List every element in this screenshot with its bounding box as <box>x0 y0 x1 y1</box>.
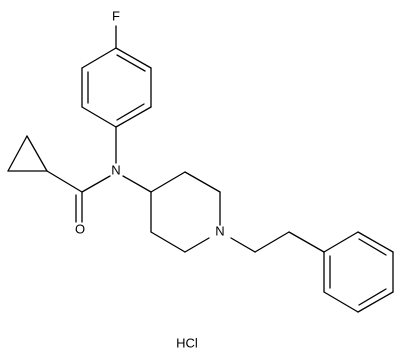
ring-bond <box>357 291 394 313</box>
ring-double-bond <box>358 288 387 306</box>
fluorine-label: F <box>112 8 120 23</box>
bond-n-piperidine <box>122 175 152 193</box>
ring-bond <box>7 135 28 172</box>
fluorophenyl-ring <box>81 47 152 128</box>
ring-bond <box>323 231 359 253</box>
ring-bond <box>150 231 186 253</box>
carbonyl-oxygen-label: O <box>75 221 85 236</box>
salt-label: HCl <box>176 335 198 350</box>
bond-carbonyl-cyclopropyl <box>46 170 83 193</box>
bond-ethyl <box>254 231 290 253</box>
piperidine-nitrogen-label: N <box>215 223 224 238</box>
phenyl-ring <box>323 231 394 313</box>
ring-bond <box>115 47 152 69</box>
ring-bond <box>115 106 152 128</box>
ring-bond <box>26 135 48 172</box>
bond-n-carbonyl <box>81 175 111 193</box>
ring-bond <box>184 171 221 193</box>
ring-bond <box>81 106 117 128</box>
ring-bond <box>81 47 117 69</box>
ring-bond <box>150 171 186 193</box>
bond-n-ethyl <box>230 237 256 253</box>
ring-bond <box>323 291 359 313</box>
bond-ethyl-phenyl <box>288 231 325 253</box>
ring-double-bond <box>116 103 145 121</box>
piperidine-ring <box>150 171 221 253</box>
ring-bond <box>184 237 210 253</box>
amide-nitrogen-label: N <box>111 162 120 177</box>
ring-double-bond <box>116 54 146 72</box>
cyclopropyl-ring <box>7 135 48 172</box>
ring-double-bond <box>358 238 387 256</box>
ring-bond <box>357 231 394 253</box>
